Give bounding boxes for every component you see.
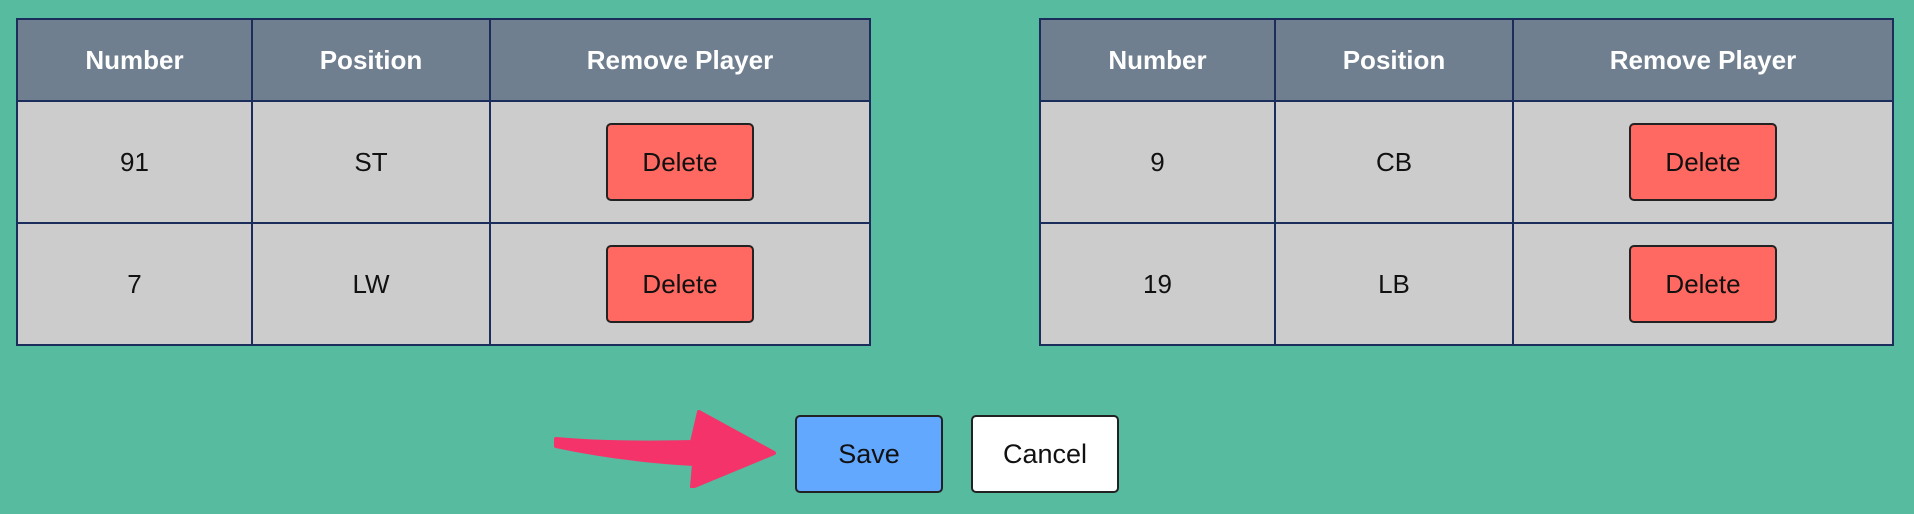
column-header-remove-player: Remove Player <box>1512 18 1894 102</box>
player-number: 7 <box>16 222 253 346</box>
table-row: 19 LB Delete <box>1039 222 1894 346</box>
player-number: 91 <box>16 100 253 224</box>
arrow-right-icon <box>554 410 776 488</box>
table-header-row: Number Position Remove Player <box>16 18 871 102</box>
player-position: LB <box>1274 222 1514 346</box>
column-header-number: Number <box>1039 18 1276 102</box>
delete-button[interactable]: Delete <box>1629 123 1777 201</box>
table-header-row: Number Position Remove Player <box>1039 18 1894 102</box>
player-number: 19 <box>1039 222 1276 346</box>
column-header-position: Position <box>251 18 491 102</box>
player-table-right: Number Position Remove Player 9 CB Delet… <box>1039 18 1894 346</box>
table-row: 9 CB Delete <box>1039 100 1894 224</box>
column-header-position: Position <box>1274 18 1514 102</box>
delete-button[interactable]: Delete <box>606 245 754 323</box>
column-header-remove-player: Remove Player <box>489 18 871 102</box>
player-position: ST <box>251 100 491 224</box>
player-position: LW <box>251 222 491 346</box>
table-row: 7 LW Delete <box>16 222 871 346</box>
remove-cell: Delete <box>1512 222 1894 346</box>
remove-cell: Delete <box>1512 100 1894 224</box>
player-table-left: Number Position Remove Player 91 ST Dele… <box>16 18 871 346</box>
remove-cell: Delete <box>489 100 871 224</box>
cancel-button[interactable]: Cancel <box>971 415 1119 493</box>
player-number: 9 <box>1039 100 1276 224</box>
save-button[interactable]: Save <box>795 415 943 493</box>
delete-button[interactable]: Delete <box>606 123 754 201</box>
column-header-number: Number <box>16 18 253 102</box>
delete-button[interactable]: Delete <box>1629 245 1777 323</box>
table-row: 91 ST Delete <box>16 100 871 224</box>
player-position: CB <box>1274 100 1514 224</box>
remove-cell: Delete <box>489 222 871 346</box>
